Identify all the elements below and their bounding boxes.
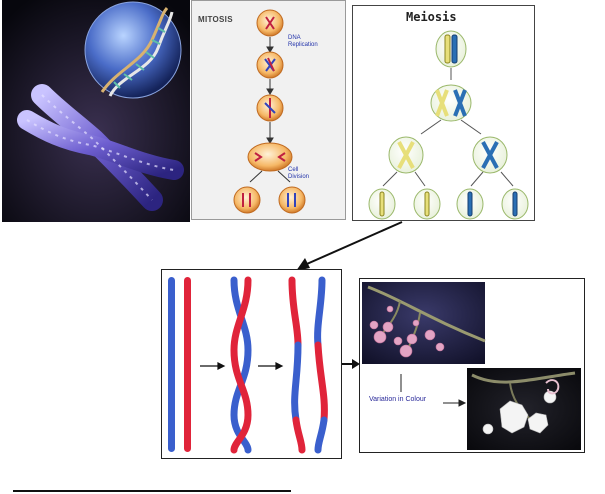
dna-orb	[84, 1, 182, 99]
meiosis-gamete-3	[456, 188, 484, 220]
meiosis-gamete-1	[368, 188, 396, 220]
meiosis-gamete-4	[501, 188, 529, 220]
x-chromosome	[17, 84, 184, 211]
chromosome-dna-image	[2, 0, 190, 222]
meiosis-title: Meiosis	[406, 10, 457, 24]
step-arrow-1	[200, 362, 226, 370]
white-flower-photo	[467, 368, 581, 450]
mitosis-title: MITOSIS	[198, 15, 233, 24]
pink-flower-photo	[362, 282, 486, 364]
mitosis-cell-3	[256, 94, 284, 122]
bottom-rule-line	[13, 490, 291, 492]
mitosis-diagram: MITOSIS DNA Replication Cell Division	[191, 0, 346, 220]
mitosis-daughter-cell-left	[233, 186, 261, 214]
meiosis-diagram: Meiosis	[352, 5, 535, 221]
dna-helix	[100, 7, 174, 97]
dna-replication-label: DNA Replication	[288, 35, 318, 48]
step-arrow-2	[258, 362, 284, 370]
meiosis-cell-right	[472, 136, 508, 174]
mitosis-cell-1	[256, 9, 284, 37]
homologous-pair-twisted	[230, 276, 252, 454]
meiosis-cells	[368, 30, 529, 220]
crossing-over-strands	[168, 276, 328, 454]
recombinant-chromatids	[288, 276, 328, 454]
mitosis-cell-dividing	[247, 142, 293, 172]
variation-in-colour-label: Variation in Colour	[369, 396, 427, 403]
crossing-over-diagram	[161, 269, 342, 459]
variation-pointer-lines	[400, 374, 467, 407]
flower-photos	[362, 282, 581, 450]
homologous-pair-separate	[168, 277, 191, 452]
meiosis-cell-left	[388, 136, 424, 174]
mitosis-cells	[233, 9, 306, 214]
mitosis-cell-2	[256, 51, 284, 79]
meiosis-replicated-cell	[430, 84, 472, 122]
cell-division-label: Cell Division	[288, 167, 310, 180]
meiosis-to-crossover-arrow	[299, 221, 403, 268]
meiosis-parent-cell	[435, 30, 467, 68]
mitosis-daughter-cell-right	[278, 186, 306, 214]
chromosome-illustration	[2, 0, 190, 222]
meiosis-gamete-2	[413, 188, 441, 220]
variation-in-colour-panel: Variation in Colour	[359, 278, 585, 453]
